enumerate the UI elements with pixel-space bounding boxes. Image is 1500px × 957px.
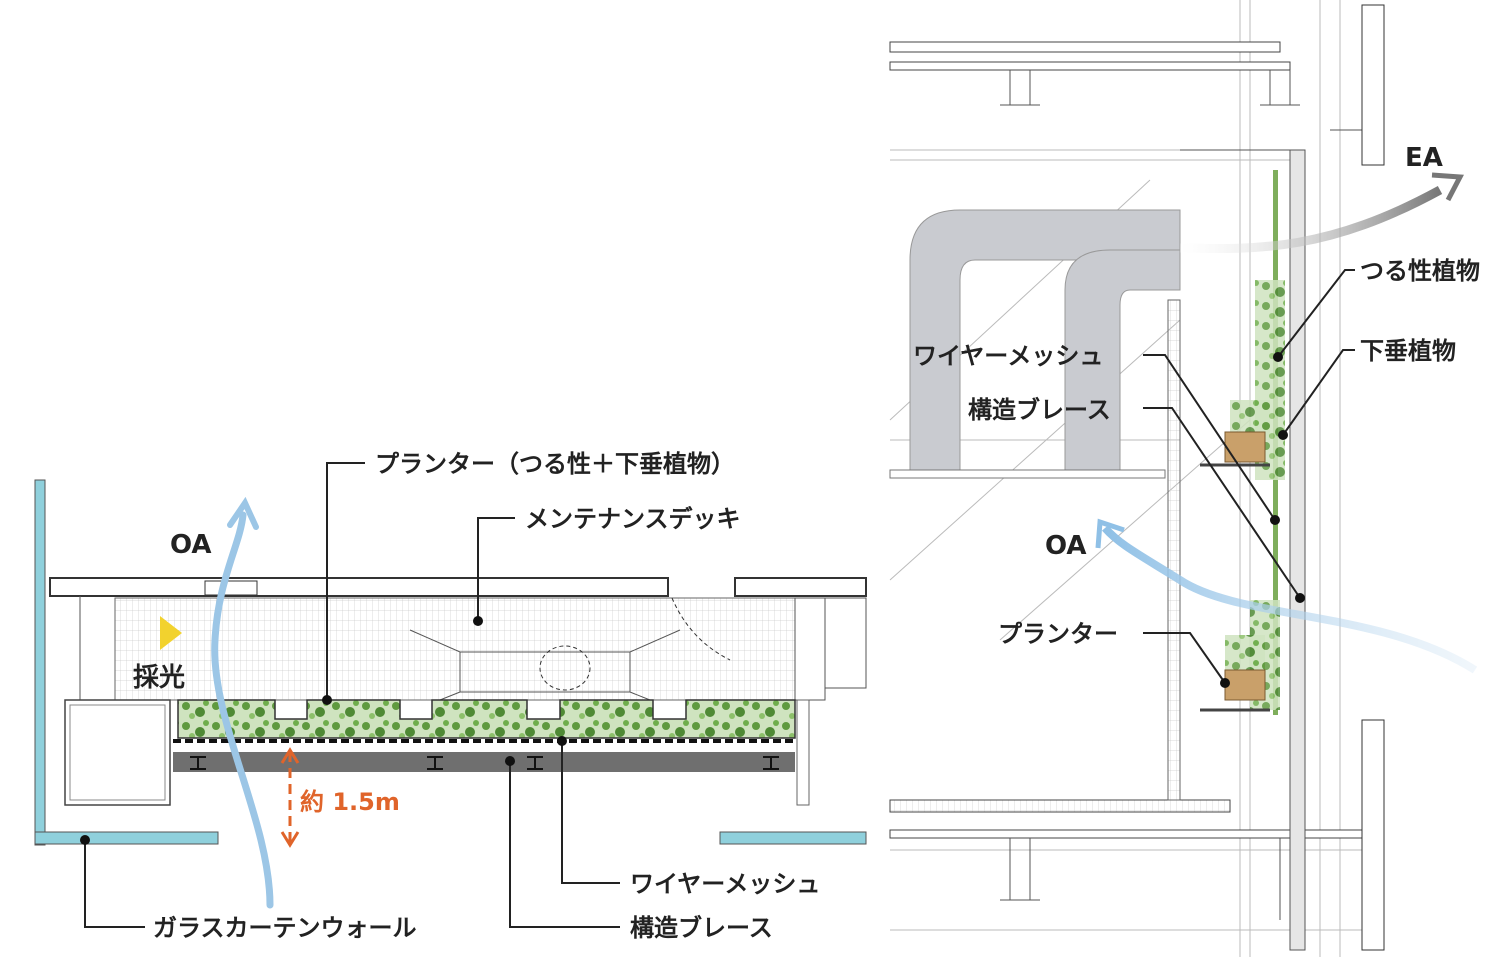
structural-brace-beam: [173, 752, 795, 772]
section-view: EA OA つる性植物 下垂植物 ワイヤーメッシュ 構造ブレース プランター: [889, 0, 1480, 957]
daylight-label: 採光: [133, 663, 185, 693]
planter-lower: [1224, 669, 1266, 701]
wire-mesh-label: ワイヤーメッシュ: [630, 870, 820, 898]
climbing-plant-label: つる性植物: [1360, 257, 1480, 285]
planter-upper: [1224, 431, 1266, 463]
plan-leaders: [80, 462, 620, 928]
section-wall: [1289, 149, 1306, 951]
maintenance-lift: [409, 629, 681, 701]
oa-airflow-arrow-section: [1102, 525, 1478, 674]
section-leaders: [1143, 269, 1355, 688]
duct-1: [909, 209, 1181, 471]
lower-slab: [889, 799, 1231, 813]
glass-curtain-wall-bottom: [34, 831, 219, 845]
duct-2: [1064, 249, 1181, 471]
louver: [204, 580, 258, 596]
curtain-wall-label: ガラスカーテンウォール: [153, 914, 417, 942]
ea-airflow-arrow: [1179, 186, 1443, 254]
daylight-arrowhead: [160, 616, 182, 650]
ea-label: EA: [1405, 143, 1443, 173]
section-brace-label: 構造ブレース: [968, 396, 1111, 424]
planter-greenery: [177, 699, 796, 739]
oa-airflow-arrow: [211, 511, 274, 909]
hanging-plant-label: 下垂植物: [1360, 337, 1456, 365]
lower-window: [1361, 719, 1385, 951]
door-swing: [671, 597, 731, 661]
glass-curtain-wall-vertical: [34, 479, 46, 846]
upper-window: [1361, 4, 1385, 166]
planter-label: プランター（つる性＋下垂植物）: [375, 450, 735, 478]
distance-label: 約 1.5m: [300, 788, 400, 816]
deck-label: メンテナンスデッキ: [525, 505, 741, 533]
section-planter-label: プランター: [998, 620, 1118, 648]
section-oa-label: OA: [1045, 531, 1087, 561]
column: [64, 699, 171, 806]
section-brace: [1167, 299, 1181, 801]
top-wall: [49, 577, 669, 597]
upper-slab-top: [889, 41, 1281, 53]
top-wall-right: [734, 577, 867, 597]
plan-view: 約 1.5m OA 採光 プランター（つる性＋下垂植物） メンテナンスデッキ ワ…: [0, 450, 867, 942]
brace-label: 構造ブレース: [630, 914, 773, 942]
worker-figure: [539, 645, 591, 691]
section-wire-mesh-label: ワイヤーメッシュ: [913, 342, 1103, 370]
oa-label: OA: [170, 530, 212, 560]
glass-curtain-wall-right: [719, 831, 867, 845]
